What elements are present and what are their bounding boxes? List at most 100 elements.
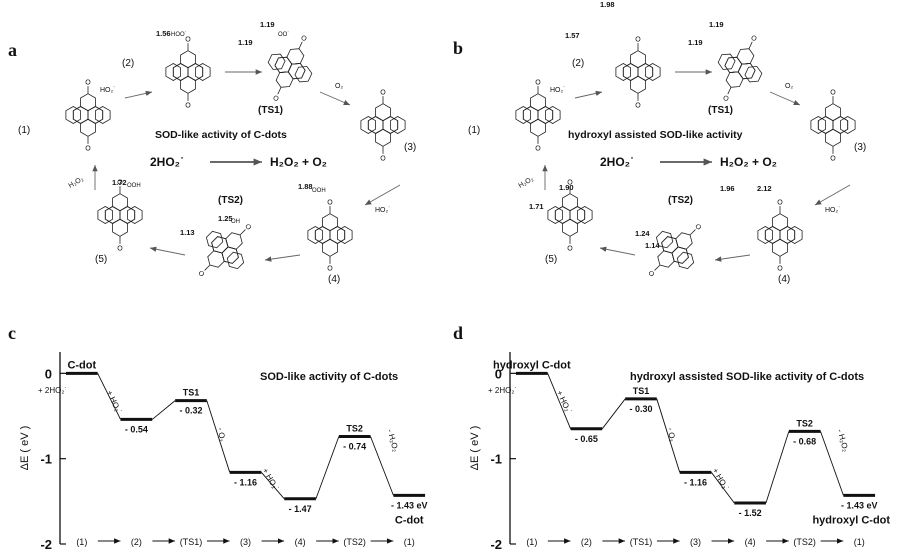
panel-a-label-to2: HO₂˙ xyxy=(100,86,116,94)
svg-text:O: O xyxy=(750,35,758,44)
svg-text:O: O xyxy=(777,266,783,273)
panel-a-step-ts1: (TS1) xyxy=(258,105,283,116)
chart-c-xlabel-3: (3) xyxy=(240,537,251,547)
panel-b-arrow-3-4 xyxy=(814,184,851,206)
chart-d-connector-5 xyxy=(820,431,844,496)
panel-b-molecule-4: OO xyxy=(757,199,803,273)
chart-c-ylabel: ΔE ( eV ) xyxy=(19,426,31,471)
svg-text:O: O xyxy=(117,179,123,186)
chart-c-connector-0 xyxy=(97,373,121,420)
chart-c-value-label-3: - 1.16 xyxy=(234,477,257,487)
panel-b-step-5: (5) xyxy=(545,254,557,265)
svg-text:O: O xyxy=(327,199,333,206)
chart-d-ytick-label-1: -1 xyxy=(490,452,502,467)
panel-b-distance-s4_b: 2.12 xyxy=(757,184,772,193)
panel-b-distance-s4_a: 1.96 xyxy=(720,184,735,193)
chart-c-level-name-2: TS1 xyxy=(183,388,200,398)
panel-b-distance-ts1_top: 1.19 xyxy=(709,20,724,29)
svg-text:O: O xyxy=(693,223,702,232)
chart-c-step-label-4: - H₂O₂ xyxy=(385,428,400,453)
chart-d-value-label-5: - 0.68 xyxy=(793,436,816,446)
chart-d-step-label-1: + HO₂˙ xyxy=(555,389,574,415)
svg-text:O: O xyxy=(830,156,836,163)
panel-b-step-4: (4) xyxy=(778,274,790,285)
chart-d-value-label-2: - 0.30 xyxy=(629,404,652,414)
svg-text:O: O xyxy=(567,246,573,253)
chart-c-xlabel-2: (TS1) xyxy=(180,537,203,547)
panel-a-step-5: (5) xyxy=(95,254,107,265)
panel-a-molecule-5: OO xyxy=(97,179,143,253)
panel-b-equation-right: H₂O₂ + O₂ xyxy=(720,155,777,169)
chart-d-connector-3 xyxy=(711,472,735,504)
panel-d-letter: d xyxy=(453,323,464,343)
panel-a-equation-right: H₂O₂ + O₂ xyxy=(270,155,327,169)
panel-a-step-3: (3) xyxy=(404,142,416,153)
chart-d-value-label-4: - 1.52 xyxy=(739,508,762,518)
panel-a-distance-s4: 1.88 xyxy=(298,182,313,191)
svg-text:O: O xyxy=(535,146,541,153)
panel-a-distance-s5: 1.72 xyxy=(112,178,127,187)
panel-a-label-to3: O₂ xyxy=(335,83,343,90)
panel-a-group-s2: HOO˙ xyxy=(171,32,187,38)
chart-c-xlabel-1: (2) xyxy=(131,537,142,547)
svg-text:O: O xyxy=(535,79,541,86)
panel-a-group-s4: OOH xyxy=(312,188,326,194)
chart-d-level-name-5: TS2 xyxy=(796,418,813,428)
panel-a-molecule-1: OO xyxy=(65,79,111,153)
svg-text:O: O xyxy=(117,246,123,253)
chart-d-step-label-2: - O₂ xyxy=(666,427,677,443)
chart-c-connector-5 xyxy=(370,436,394,496)
chart-c-ytick-label-1: -1 xyxy=(40,452,52,467)
panel-a-molecule-2: OO xyxy=(165,36,211,110)
panel-a-arrow-ts1-3 xyxy=(319,91,351,106)
panel-a-arrow-4-ts2 xyxy=(264,254,301,262)
chart-c-step-label-3: + HO₂˙ xyxy=(261,467,281,493)
svg-text:O: O xyxy=(635,103,641,110)
svg-text:O: O xyxy=(380,89,386,96)
panel-a-molecule-3: OO xyxy=(360,89,406,163)
panel-b-letter: b xyxy=(453,38,464,58)
svg-text:O: O xyxy=(243,223,252,232)
panel-b-arrow-ts1-3 xyxy=(769,91,801,106)
svg-text:O: O xyxy=(85,146,91,153)
chart-c-connector-1 xyxy=(151,400,176,420)
chart-d-connector-0 xyxy=(547,373,571,429)
chart-d-xlabel-1: (2) xyxy=(581,537,592,547)
chart-d-xlabel-4: (4) xyxy=(745,537,756,547)
chart-c-level-name-0: C-dot xyxy=(67,359,96,371)
panel-b-distance-ts2_b: 1.14 xyxy=(645,241,660,250)
panel-b-label-to2: HO₂˙ xyxy=(550,86,566,94)
chart-d-ylabel: ΔE ( eV ) xyxy=(469,426,481,471)
chart-d-xlabel-5: (TS2) xyxy=(793,537,816,547)
panel-a-distance-s2: 1.56 xyxy=(156,29,171,38)
panel-a-letter: a xyxy=(8,40,17,60)
panel-a-step-2: (2) xyxy=(122,58,134,69)
chart-c-title: SOD-like activity of C-dots xyxy=(260,371,398,383)
chart-c-step-label-1: + HO₂˙ xyxy=(105,389,124,415)
chart-d-step-label-3: + HO₂˙ xyxy=(711,467,731,493)
panel-a-molecule-ts2: OO xyxy=(196,223,252,279)
panel-b-molecule-ts1: OO xyxy=(717,35,763,104)
panel-a-group-s5: OOH xyxy=(127,183,141,189)
panel-b-step-2: (2) xyxy=(572,58,584,69)
svg-text:O: O xyxy=(185,103,191,110)
panel-a-label-to4: HO₂˙ xyxy=(375,206,391,214)
panel-a-distance-ts1_top: 1.19 xyxy=(260,20,275,29)
panel-b-molecule-ts2: OO xyxy=(646,223,702,279)
chart-c-level-name-5: TS2 xyxy=(346,423,363,433)
panel-b-label-to3: O₂ xyxy=(785,83,793,90)
chart-c-connector-3 xyxy=(261,472,285,500)
panel-b-molecule-2: OO xyxy=(615,36,661,110)
panel-b-distance-s2_a: 1.57 xyxy=(565,31,580,40)
panel-a-distance-ts2_top: 1.25 xyxy=(218,214,233,223)
chart-d-connector-4 xyxy=(765,431,790,504)
chart-d-value-label-6: - 1.43 eV xyxy=(841,500,878,510)
chart-c-step-label-2: - O₂ xyxy=(216,427,227,443)
chart-d-xlabel-3: (3) xyxy=(690,537,701,547)
panel-b-distance-s5_a: 1.71 xyxy=(529,202,544,211)
panel-a-title: SOD-like activity of C-dots xyxy=(155,129,287,141)
chart-d-step-label-4: - H₂O₂ xyxy=(835,428,850,453)
chart-c-value-label-1: - 0.54 xyxy=(125,424,148,434)
